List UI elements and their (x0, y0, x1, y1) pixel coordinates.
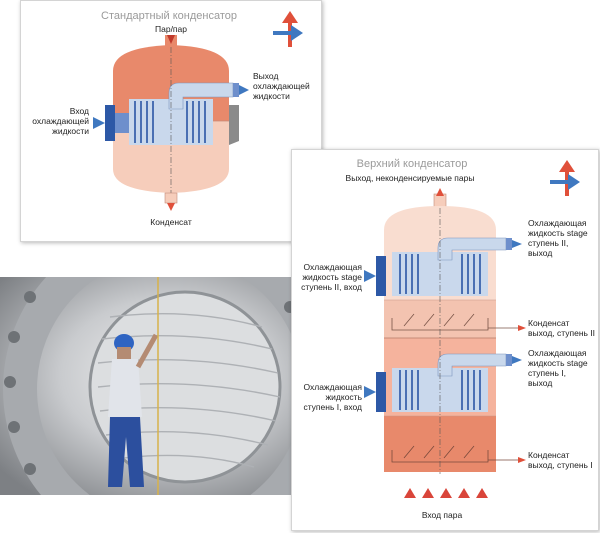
coolant-in-arrow (93, 117, 105, 129)
tube-bundle-tubes (134, 101, 206, 143)
stage2-inlet-header (376, 256, 386, 296)
stage1-outlet-pipe (437, 353, 507, 377)
stage1-in-arrow (364, 386, 376, 398)
standard-title: Стандартный конденсатор (101, 10, 237, 22)
coolant-out-label-1: Выход (253, 71, 278, 81)
flow-arrows-icon (550, 160, 580, 196)
steam-inlet-arrows (404, 488, 488, 498)
condensate-label: Конденсат (150, 217, 192, 227)
coolant-in-label-2: охлаждающей (32, 116, 89, 126)
standard-condenser-card: Стандартный конденсатор Пар/пар (20, 0, 322, 242)
stage1-in-label-3: ступень I, вход (303, 402, 362, 412)
condensate-arrow (167, 203, 175, 211)
cond2-label-1: Конденсат (528, 318, 570, 328)
coolant-inlet-header (105, 105, 115, 141)
stage1-out-arrow (512, 356, 522, 364)
vent-nozzle (433, 193, 447, 209)
cond1-label-2: выход, ступень I (528, 460, 593, 470)
stage2-in-label-3: ступень II, вход (301, 282, 362, 292)
stage1-out-label-1: Охлаждающая (528, 348, 587, 358)
stage2-out-arrow (512, 240, 522, 248)
condensate-nozzle (164, 192, 178, 204)
top-condenser-card: Верхний конденсатор Выход, неконденсируе… (291, 149, 599, 531)
cond1-arrow (518, 457, 526, 463)
flow-arrows-icon (273, 11, 303, 47)
steam-label: Пар/пар (155, 24, 187, 34)
coolant-out-label-3: жидкости (253, 91, 290, 101)
stage1-out-label-2: жидкость stage (528, 358, 588, 368)
stage2-in-label-1: Охлаждающая (303, 262, 362, 272)
stage2-out-label-1: Охлаждающая (528, 218, 587, 228)
stage2-outlet-pipe (437, 237, 507, 261)
stage1-out-label-3: ступень I, (528, 368, 566, 378)
condenser-interior-photo (0, 277, 305, 495)
steam-down-arrow (167, 35, 175, 44)
steam-in-label: Вход пара (422, 510, 463, 520)
stage2-in-label-2: жидкость stage (302, 272, 362, 282)
worker-figure (108, 277, 159, 495)
coolant-out-label-2: охлаждающей (253, 81, 310, 91)
stage2-in-arrow (364, 270, 376, 282)
top-condenser-diagram: Верхний конденсатор Выход, неконденсируе… (301, 158, 595, 520)
top-title: Верхний конденсатор (357, 158, 468, 170)
side-plate (229, 105, 239, 145)
coolant-outlet-pipe (168, 82, 234, 110)
stage2-out-label-2: жидкость stage (528, 228, 588, 238)
coolant-in-label-3: жидкости (52, 126, 89, 136)
stage1-inlet-header (376, 372, 386, 412)
vent-label: Выход, неконденсируемые пары (346, 173, 475, 183)
standard-condenser-diagram: Стандартный конденсатор Пар/пар (32, 10, 310, 227)
vent-arrow (436, 188, 444, 196)
stage1-in-label-2: жидкость (325, 392, 362, 402)
stage1-in-label-1: Охлаждающая (303, 382, 362, 392)
coolant-out-arrow (239, 85, 249, 95)
coolant-in-label-1: Вход (70, 106, 89, 116)
cond1-label-1: Конденсат (528, 450, 570, 460)
cond2-label-2: выход, ступень II (528, 328, 595, 338)
stage2-out-label-4: выход (528, 248, 552, 258)
stage1-out-label-4: выход (528, 378, 552, 388)
stage2-out-label-3: ступень II, (528, 238, 568, 248)
cond2-arrow (518, 325, 526, 331)
photo-illustration (0, 277, 305, 495)
